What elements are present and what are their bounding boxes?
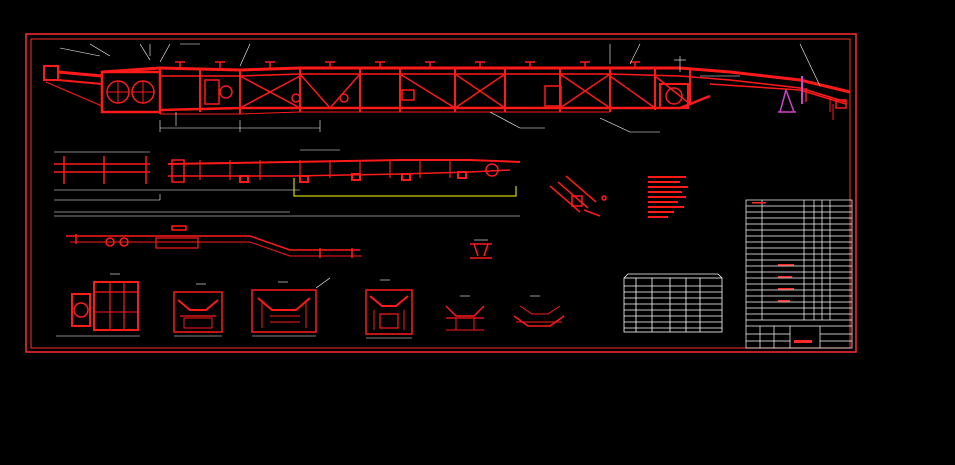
side-profile-view[interactable] bbox=[66, 225, 362, 258]
truss-diagonals bbox=[239, 73, 691, 109]
section-detail-6[interactable] bbox=[513, 305, 565, 327]
section-detail-drive[interactable] bbox=[71, 281, 139, 331]
head-support-stand bbox=[778, 76, 803, 113]
chute-detail[interactable] bbox=[549, 175, 607, 217]
section-detail-5[interactable] bbox=[445, 305, 485, 331]
outer-frame bbox=[25, 33, 857, 353]
plan-view-highlight-dimension bbox=[293, 178, 517, 197]
bottom-chord bbox=[159, 94, 711, 112]
carrying-idlers bbox=[175, 61, 640, 70]
plan-view-dimensions bbox=[54, 149, 520, 217]
technical-notes bbox=[648, 176, 688, 218]
parts-list-table[interactable] bbox=[623, 273, 723, 333]
plan-view[interactable] bbox=[54, 156, 521, 184]
section-detail-4[interactable] bbox=[365, 289, 413, 335]
title-block[interactable] bbox=[745, 199, 853, 349]
main-dimensions bbox=[59, 43, 821, 133]
section-detail-3[interactable] bbox=[251, 277, 331, 333]
main-conveyor-elevation[interactable] bbox=[43, 61, 851, 120]
truss-verticals bbox=[159, 68, 691, 114]
inner-frame bbox=[30, 38, 851, 349]
title-block-entries bbox=[752, 202, 812, 343]
section-detail-2[interactable] bbox=[173, 291, 223, 333]
section-detail-labels bbox=[56, 273, 540, 339]
small-bracket-detail[interactable] bbox=[470, 239, 492, 259]
